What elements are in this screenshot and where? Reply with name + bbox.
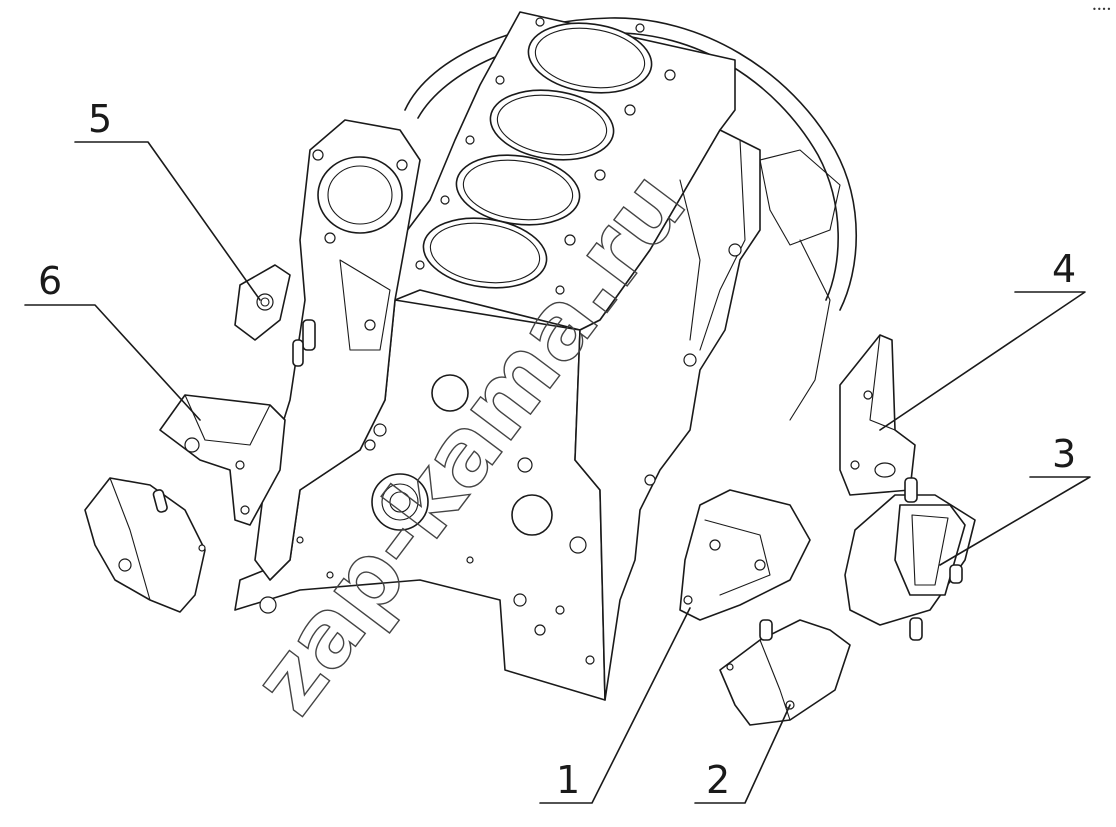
part-1-front-bracket [679, 489, 811, 621]
part-4-right-plate-bracket [839, 334, 916, 496]
callout-1: 1 [556, 758, 580, 802]
left-mount-cushion [84, 477, 206, 613]
part-6-left-bracket [159, 394, 286, 526]
callout-2: 2 [706, 758, 730, 802]
callout-5: 5 [88, 97, 112, 141]
callout-6: 6 [38, 259, 62, 303]
part-2-right-cushion [719, 619, 851, 726]
callout-4: 4 [1052, 247, 1076, 291]
callout-leaders [24, 141, 1091, 804]
cylinder-block [234, 11, 761, 701]
callout-3: 3 [1052, 432, 1076, 476]
part-3-engine-mount [844, 477, 976, 641]
corner-mark: •••• [1092, 5, 1111, 14]
